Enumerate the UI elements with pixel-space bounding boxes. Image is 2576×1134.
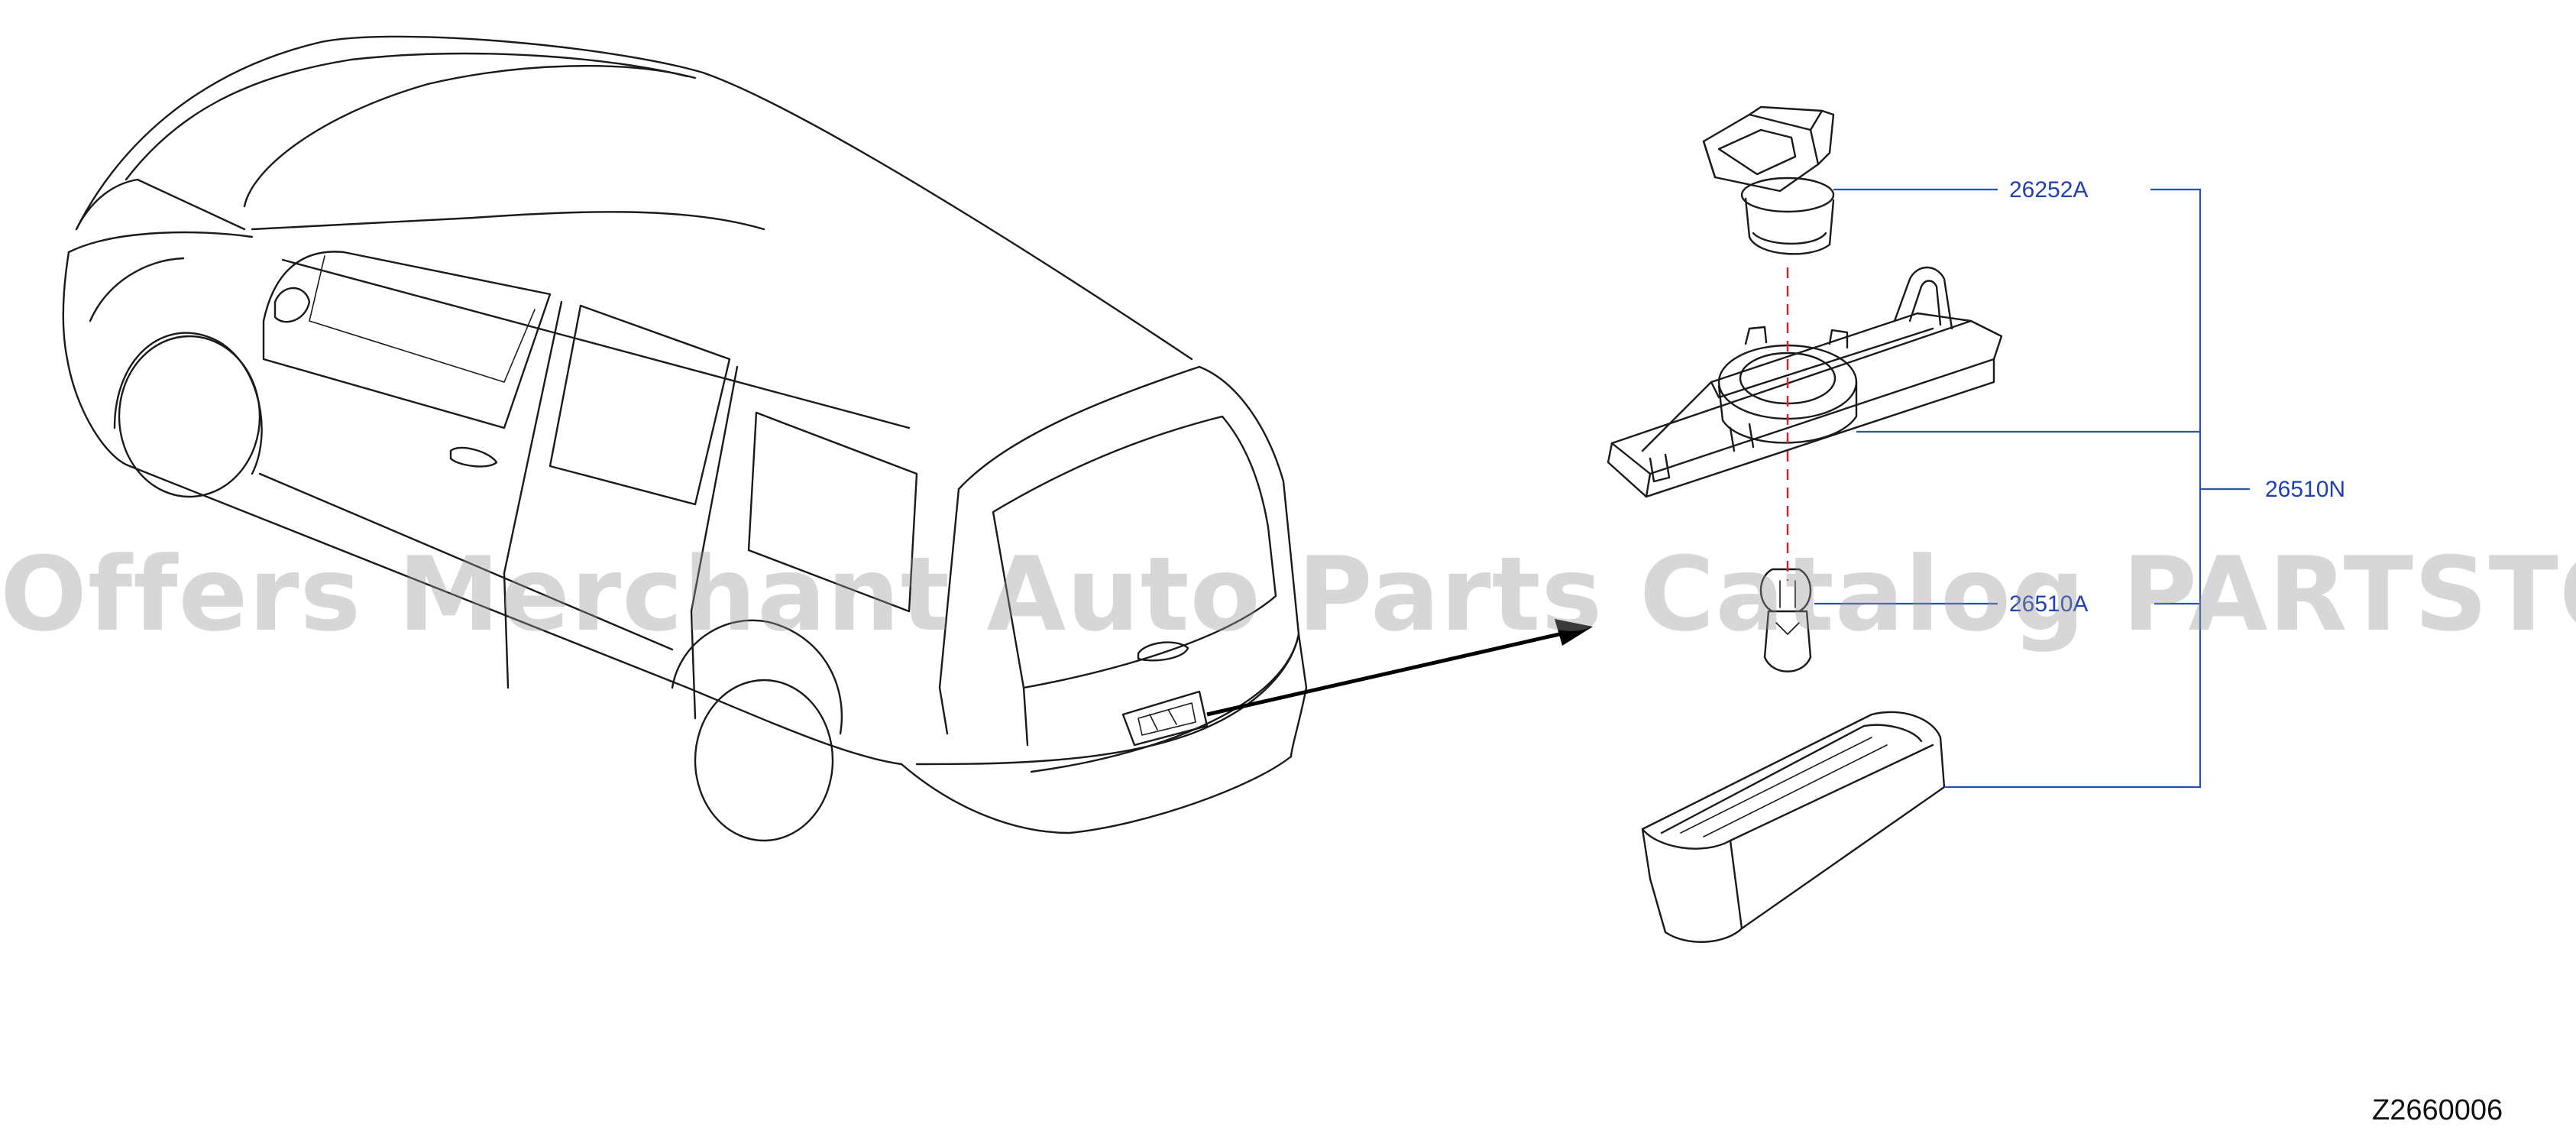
- leader-lines: [1814, 188, 2250, 789]
- part-label-socket[interactable]: 26252A: [2009, 177, 2089, 202]
- part-label-bulb[interactable]: 26510A: [2009, 591, 2089, 617]
- part-label-lamp-assembly[interactable]: 26510N: [2265, 477, 2346, 502]
- lens-part: [1641, 711, 1946, 943]
- diagram-code: Z2660006: [2372, 1094, 2503, 1126]
- callout-arrow: [1206, 619, 1593, 717]
- socket-part-26252A: [1702, 105, 1835, 255]
- lamp-housing-part: [1607, 266, 2003, 498]
- bulb-part: [1759, 568, 1812, 672]
- watermark-text: Offers Merchant Auto Parts Catalog PARTS…: [0, 535, 2576, 654]
- vehicle-illustration: [62, 35, 1308, 842]
